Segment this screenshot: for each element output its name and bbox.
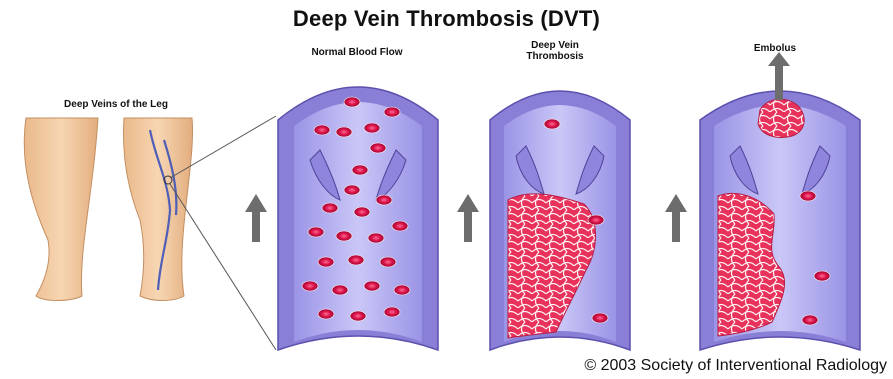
copyright-notice: © 2003 Society of Interventional Radiolo… (584, 357, 887, 375)
legs-illustration (24, 116, 276, 350)
vein-dvt (490, 91, 630, 350)
right-leg (124, 118, 193, 301)
flow-arrow-2 (457, 194, 479, 242)
vein-embolus (700, 52, 860, 350)
flow-arrow-3 (665, 194, 687, 242)
left-leg (24, 118, 98, 301)
flow-arrow-1 (245, 194, 267, 242)
embolus (758, 99, 804, 137)
vein-normal (278, 87, 438, 350)
